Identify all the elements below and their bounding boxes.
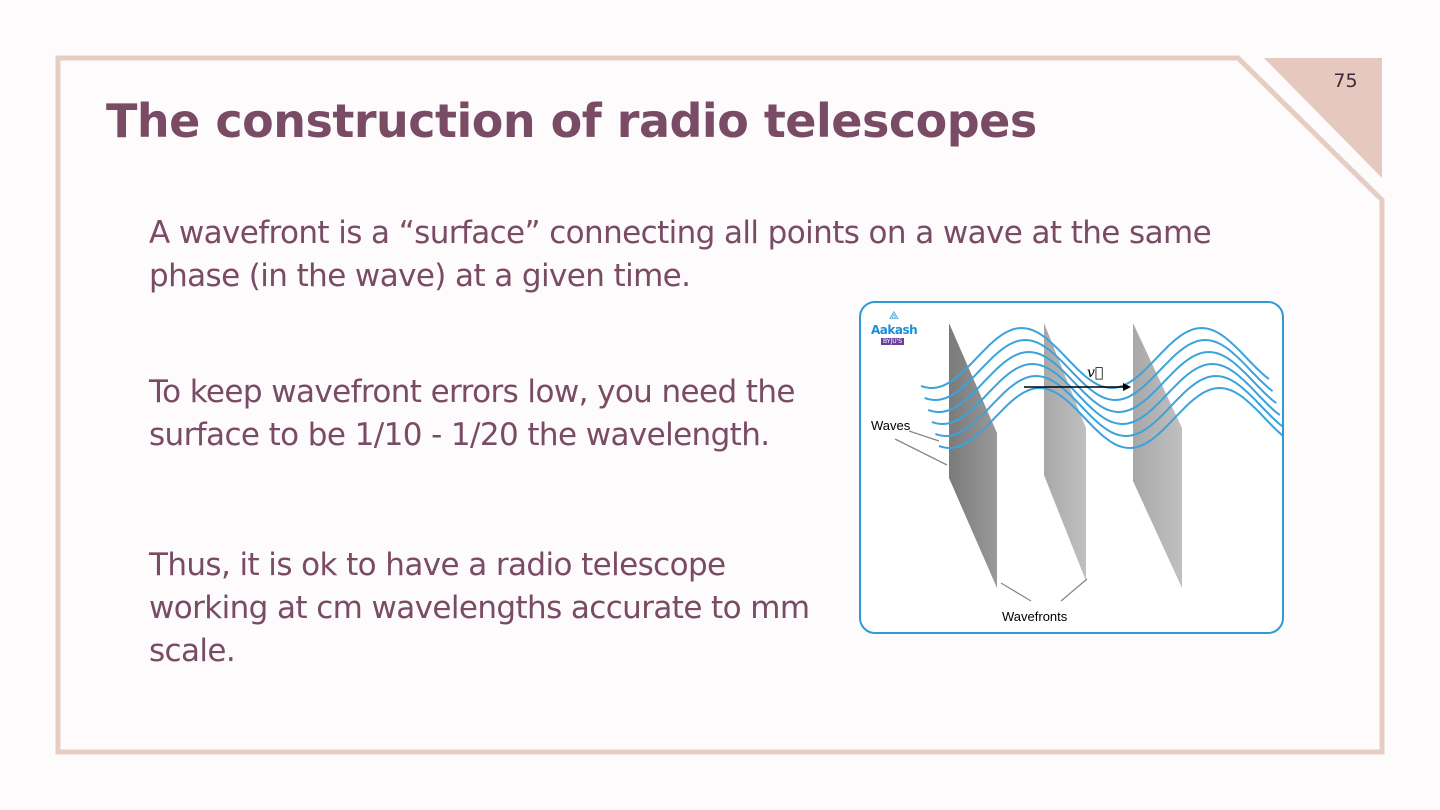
wavefront-plane-2 [1044,323,1086,581]
velocity-label: v⃗ [1087,365,1104,381]
sine-waves [920,326,1282,450]
paragraph-radio-telescope-accuracy: Thus, it is ok to have a radio telescope… [149,547,810,669]
waves-label: Waves [871,418,911,433]
waves-pointer-2 [894,438,948,466]
slide-number: 75 [1333,70,1358,92]
wavefront-figure: ⟁ Aakash BYJU'S Waves Wavefronts v⃗ [859,301,1284,634]
logo-icon: ⟁ [889,309,899,322]
logo-subtext: BYJU'S [881,338,905,345]
sine-wave-5 [935,374,1282,438]
corner-fold [1264,58,1382,178]
sine-wave-6 [938,386,1282,450]
waves-pointer-1 [908,430,940,442]
wavefronts-label: Wavefronts [1002,609,1068,624]
paragraph-wavefront-definition: A wavefront is a “surface” connecting al… [149,215,1212,294]
wavefronts-pointer-2 [1060,578,1088,602]
wavefronts-pointer-1 [1000,582,1032,602]
sine-wave-1 [920,326,1270,390]
sine-wave-3 [927,350,1277,414]
wavefront-illustration [894,323,1282,602]
sine-wave-2 [924,338,1274,402]
paragraph-wavefront-errors: To keep wavefront errors low, you need t… [149,374,795,453]
frame-border [55,55,1385,755]
velocity-arrowhead [1123,383,1131,391]
sine-wave-4 [931,362,1281,426]
slide-title: The construction of radio telescopes [106,94,1037,148]
wavefront-plane-3 [1133,323,1182,588]
aakash-logo: ⟁ Aakash BYJU'S [867,309,919,347]
logo-text: Aakash [871,323,918,337]
